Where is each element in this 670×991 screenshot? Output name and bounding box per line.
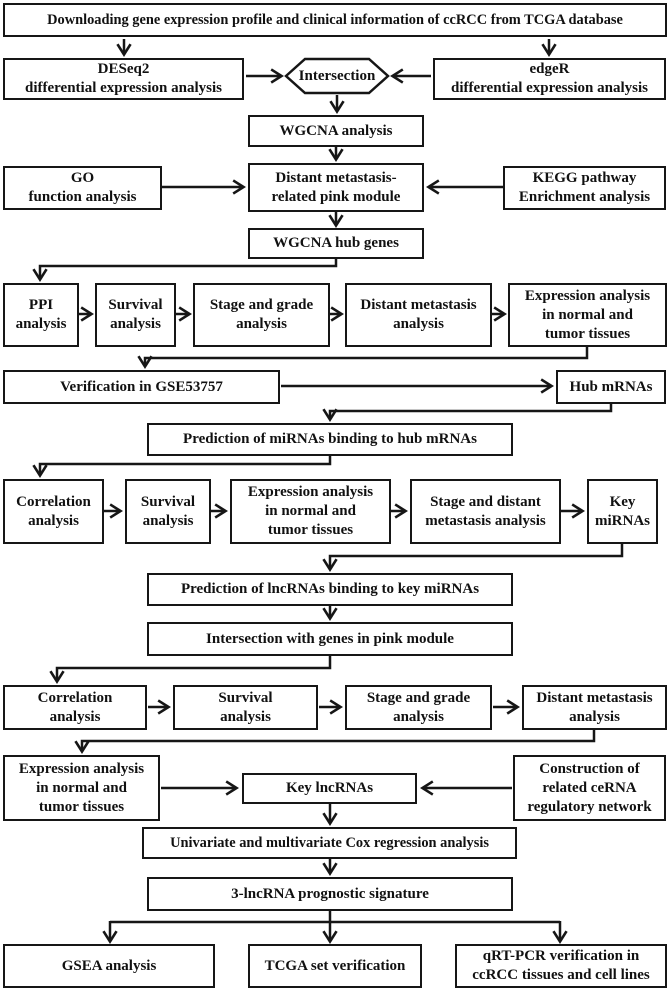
node-correlation-analysis-mirna: Correlation analysis: [3, 479, 104, 544]
node-verification-gse53757: Verification in GSE53757: [3, 370, 280, 404]
node-edger-analysis: edgeR differential expression analysis: [433, 58, 666, 100]
node-stage-grade-analysis-lncrna: Stage and grade analysis: [345, 685, 492, 730]
node-survival-analysis-mrna: Survival analysis: [95, 283, 176, 347]
node-wgcna-hub-genes: WGCNA hub genes: [248, 228, 424, 259]
node-construction-cerna-network: Construction of related ceRNA regulatory…: [513, 755, 666, 821]
node-go-function-analysis: GO function analysis: [3, 166, 162, 210]
node-intersection-hexagon: Intersection: [298, 67, 376, 84]
node-kegg-enrichment: KEGG pathway Enrichment analysis: [503, 166, 666, 210]
node-pink-module: Distant metastasis- related pink module: [248, 163, 424, 212]
node-key-lncrnas: Key lncRNAs: [242, 773, 417, 804]
node-survival-analysis-mirna: Survival analysis: [125, 479, 211, 544]
node-expression-analysis-mrna: Expression analysis in normal and tumor …: [508, 283, 667, 347]
node-hub-mrnas: Hub mRNAs: [556, 370, 666, 404]
node-stage-distant-metastasis-mirna: Stage and distant metastasis analysis: [410, 479, 561, 544]
node-qrtpcr-verification: qRT-PCR verification in ccRCC tissues an…: [455, 944, 667, 988]
node-intersection-pink-module: Intersection with genes in pink module: [147, 622, 513, 656]
node-deseq2-analysis: DESeq2 differential expression analysis: [3, 58, 244, 100]
node-3lncrna-signature: 3-lncRNA prognostic signature: [147, 877, 513, 911]
node-expression-analysis-lncrna: Expression analysis in normal and tumor …: [3, 755, 160, 821]
node-expression-analysis-mirna: Expression analysis in normal and tumor …: [230, 479, 391, 544]
node-stage-grade-analysis-mrna: Stage and grade analysis: [193, 283, 330, 347]
node-key-mirnas: Key miRNAs: [587, 479, 658, 544]
node-wgcna-analysis: WGCNA analysis: [248, 115, 424, 147]
node-distant-metastasis-analysis-mrna: Distant metastasis analysis: [345, 283, 492, 347]
node-distant-metastasis-analysis-lncrna: Distant metastasis analysis: [522, 685, 667, 730]
node-prediction-lncrnas: Prediction of lncRNAs binding to key miR…: [147, 573, 513, 606]
node-prediction-mirnas: Prediction of miRNAs binding to hub mRNA…: [147, 423, 513, 456]
node-gsea-analysis: GSEA analysis: [3, 944, 215, 988]
node-tcga-set-verification: TCGA set verification: [248, 944, 422, 988]
node-download-tcga: Downloading gene expression profile and …: [3, 3, 667, 37]
node-survival-analysis-lncrna: Survival analysis: [173, 685, 318, 730]
node-cox-regression: Univariate and multivariate Cox regressi…: [142, 827, 517, 859]
node-correlation-analysis-lncrna: Correlation analysis: [3, 685, 147, 730]
node-ppi-analysis: PPI analysis: [3, 283, 79, 347]
